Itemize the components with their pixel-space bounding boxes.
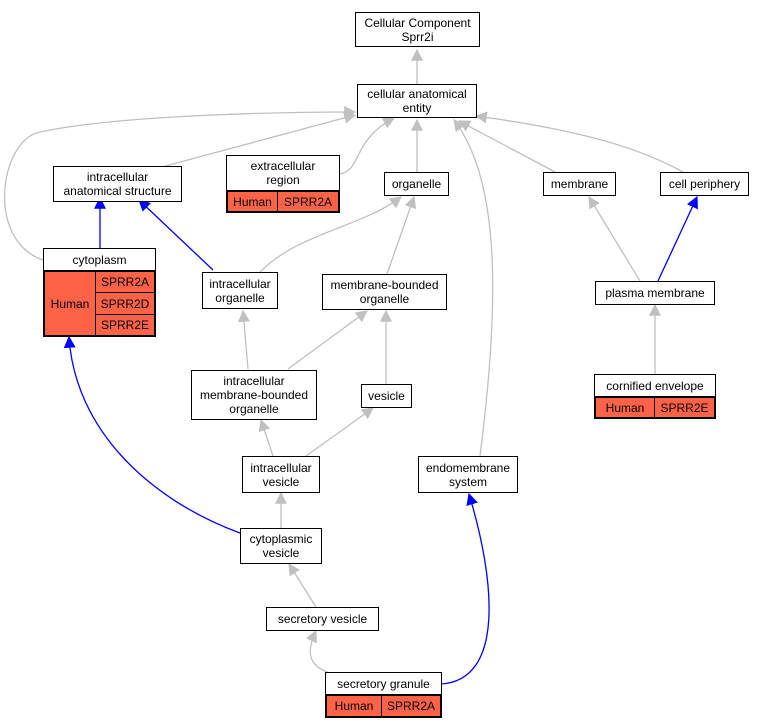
species-cell: Human: [227, 191, 278, 212]
edge-er-cae: [339, 117, 396, 175]
gene-cell: SPRR2A: [381, 695, 441, 717]
node-cellular-component-root[interactable]: Cellular Component Sprr2i: [355, 12, 480, 47]
edge-pm-membrane: [588, 195, 641, 282]
edge-cv-cytoplasm: [63, 335, 241, 534]
annotation-table-secretory-granule: Human SPRR2A: [325, 694, 442, 718]
edge-sg-sv: [305, 629, 331, 674]
node-label: membrane: [550, 177, 609, 191]
gene-cell: SPRR2E: [654, 397, 715, 418]
node-plasma-membrane[interactable]: plasma membrane: [595, 281, 715, 305]
edge-sv-cv: [288, 562, 317, 608]
edge-io-ias: [138, 199, 214, 271]
node-label: organelle: [391, 177, 442, 191]
node-extracellular-region[interactable]: extracellular region: [226, 155, 340, 191]
gene-cell: SPRR2E: [95, 314, 155, 336]
node-label: intracellular anatomical structure: [63, 170, 172, 198]
edge-io-organelle: [259, 196, 402, 273]
species-cell: Human: [326, 695, 382, 717]
edge-mbo-organelle: [386, 195, 417, 275]
edge-ias-cae: [157, 112, 357, 169]
gene-cell: SPRR2D: [95, 292, 155, 315]
annotation-table-extracellular-region: Human SPRR2A: [226, 190, 340, 213]
node-cytoplasm[interactable]: cytoplasm: [43, 248, 156, 271]
node-label: secretory granule: [337, 676, 430, 691]
node-label: cellular anatomical entity: [367, 87, 467, 115]
node-label: intracellular organelle: [209, 276, 271, 305]
gene-cell: SPRR2A: [277, 191, 339, 212]
node-organelle[interactable]: organelle: [384, 172, 449, 196]
node-endomembrane-system[interactable]: endomembrane system: [418, 456, 518, 493]
edge-imbo-mbo: [287, 310, 368, 370]
edge-cytoplasm-cae: [3, 106, 357, 261]
node-intracellular-vesicle[interactable]: intracellular vesicle: [242, 456, 320, 493]
node-cytoplasmic-vesicle[interactable]: cytoplasmic vesicle: [240, 528, 322, 564]
annotation-table-cytoplasm: Human SPRR2A SPRR2D SPRR2E: [43, 270, 156, 337]
node-label: secretory vesicle: [277, 612, 368, 626]
node-intracellular-organelle[interactable]: intracellular organelle: [202, 272, 278, 309]
node-label: membrane-bounded organelle: [330, 278, 439, 306]
node-secretory-granule[interactable]: secretory granule: [325, 672, 442, 695]
node-vesicle[interactable]: vesicle: [361, 384, 412, 408]
node-label: cytoplasmic vesicle: [249, 532, 313, 560]
node-label: intracellular membrane-bounded organelle: [199, 374, 309, 416]
node-label: cell periphery: [668, 177, 741, 191]
node-label: cornified envelope: [606, 378, 704, 393]
node-intracellular-membrane-bounded-organelle[interactable]: intracellular membrane-bounded organelle: [191, 370, 317, 420]
edge-membrane-cae: [457, 120, 556, 173]
node-label: cytoplasm: [72, 252, 127, 267]
node-label: vesicle: [368, 389, 405, 403]
node-label: endomembrane system: [425, 460, 511, 489]
edge-iv-vesicle: [305, 407, 374, 457]
species-cell: Human: [44, 271, 96, 336]
node-membrane-bounded-organelle[interactable]: membrane-bounded organelle: [322, 274, 447, 310]
annotation-table-cornified-envelope: Human SPRR2E: [594, 396, 716, 419]
edge-pm-cp: [657, 195, 698, 282]
edge-imbo-io: [237, 309, 250, 370]
node-cell-periphery[interactable]: cell periphery: [660, 172, 749, 196]
node-secretory-vesicle[interactable]: secretory vesicle: [266, 607, 379, 631]
gene-cell: SPRR2A: [95, 271, 155, 293]
node-label: intracellular vesicle: [250, 460, 312, 489]
edge-es-cae: [453, 119, 494, 457]
edge-iv-imbo: [258, 418, 274, 457]
node-cellular-anatomical-entity[interactable]: cellular anatomical entity: [357, 84, 477, 118]
node-intracellular-anatomical-structure[interactable]: intracellular anatomical structure: [53, 166, 182, 202]
edge-sg-es: [440, 492, 490, 685]
node-label: extracellular region: [250, 159, 316, 187]
node-label: plasma membrane: [605, 286, 705, 300]
node-membrane[interactable]: membrane: [543, 172, 616, 196]
node-label: Cellular Component Sprr2i: [364, 15, 471, 44]
edge-cp-cae: [474, 111, 684, 173]
species-cell: Human: [595, 397, 655, 418]
node-cornified-envelope[interactable]: cornified envelope: [594, 374, 716, 397]
